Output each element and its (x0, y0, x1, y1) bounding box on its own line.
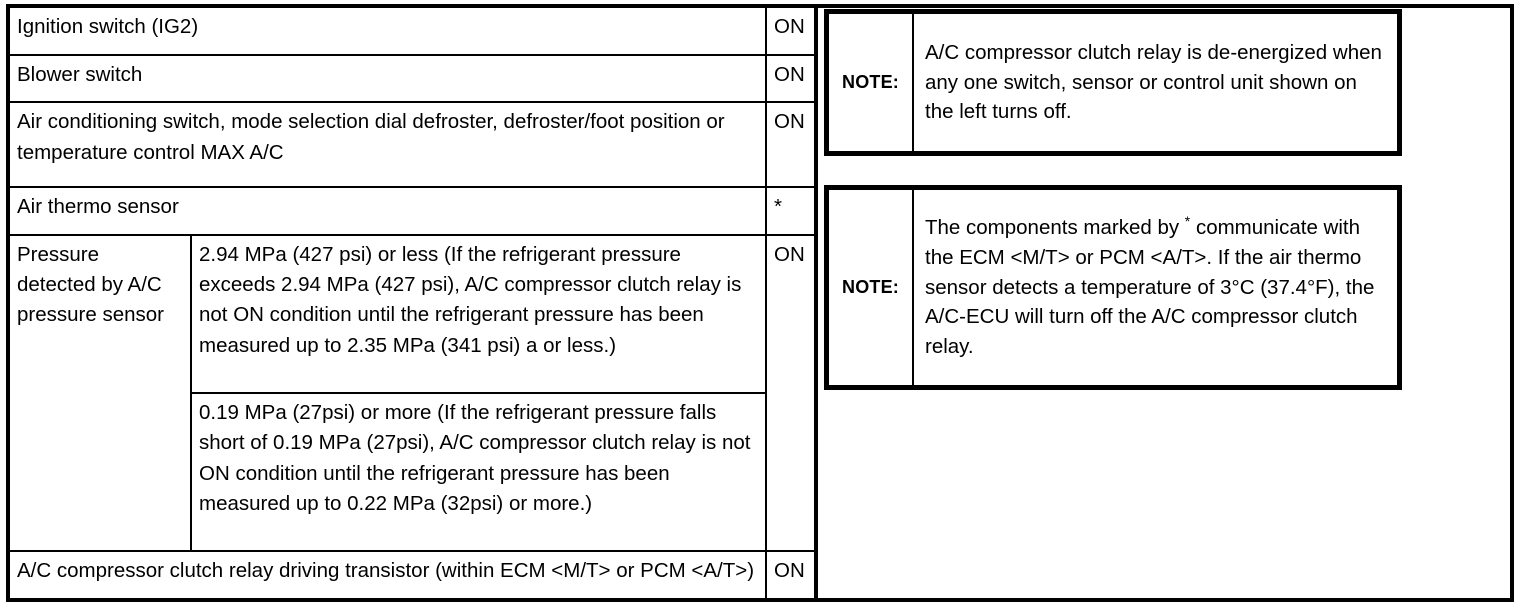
table-row: A/C compressor clutch relay driving tran… (10, 550, 814, 598)
component-label-pressure-sensor: Pressure detected by A/C pressure sensor (10, 233, 192, 553)
table-row: Ignition switch (IG2) ON (10, 8, 814, 56)
note-text-before-asterisk: The components marked by (925, 216, 1185, 240)
state-value-ignition-switch: ON (765, 8, 814, 56)
table-row: Air conditioning switch, mode selection … (10, 101, 814, 188)
note-text: A/C compressor clutch relay is de-energi… (925, 40, 1382, 124)
condition-table: Ignition switch (IG2) ON Blower switch O… (6, 4, 818, 602)
note-label-cell: NOTE: (829, 190, 914, 385)
detail-pressure-lower-limit: 0.19 MPa (27psi) or more (If the refrige… (190, 392, 767, 553)
table-row: Air thermo sensor * (10, 185, 814, 236)
component-label-blower-switch: Blower switch (10, 53, 767, 104)
table-row: Pressure detected by A/C pressure sensor… (10, 233, 814, 553)
component-label-air-conditioning-switch: Air conditioning switch, mode selection … (10, 101, 767, 188)
table-row: 0.19 MPa (27psi) or more (If the refrige… (10, 392, 814, 553)
note-label: NOTE: (842, 72, 899, 92)
state-value-air-thermo-sensor: * (765, 185, 814, 236)
state-value-pressure-sensor: ON (765, 233, 814, 553)
note-body-cell: The components marked by * communicate w… (914, 190, 1397, 385)
component-label-ignition-switch: Ignition switch (IG2) (10, 8, 767, 56)
note-label: NOTE: (842, 277, 899, 297)
component-label-driving-transistor: A/C compressor clutch relay driving tran… (10, 550, 767, 598)
detail-pressure-upper-limit: 2.94 MPa (427 psi) or less (If the refri… (190, 233, 767, 395)
component-label-air-thermo-sensor: Air thermo sensor (10, 185, 767, 236)
note-body-cell: A/C compressor clutch relay is de-energi… (914, 14, 1397, 151)
note-box-asterisk-components: NOTE: The components marked by * communi… (824, 185, 1402, 390)
note-text-after-asterisk: communicate with the ECM <M/T> or PCM <A… (925, 216, 1375, 359)
state-value-air-conditioning-switch: ON (765, 101, 814, 188)
note-box-relay-de-energized: NOTE: A/C compressor clutch relay is de-… (824, 9, 1402, 156)
table-row: Blower switch ON (10, 53, 814, 104)
state-value-blower-switch: ON (765, 53, 814, 104)
asterisk-marker: * (1184, 213, 1191, 230)
state-value-driving-transistor: ON (765, 550, 814, 598)
note-text: The components marked by * communicate w… (925, 213, 1389, 362)
note-label-cell: NOTE: (829, 14, 914, 151)
